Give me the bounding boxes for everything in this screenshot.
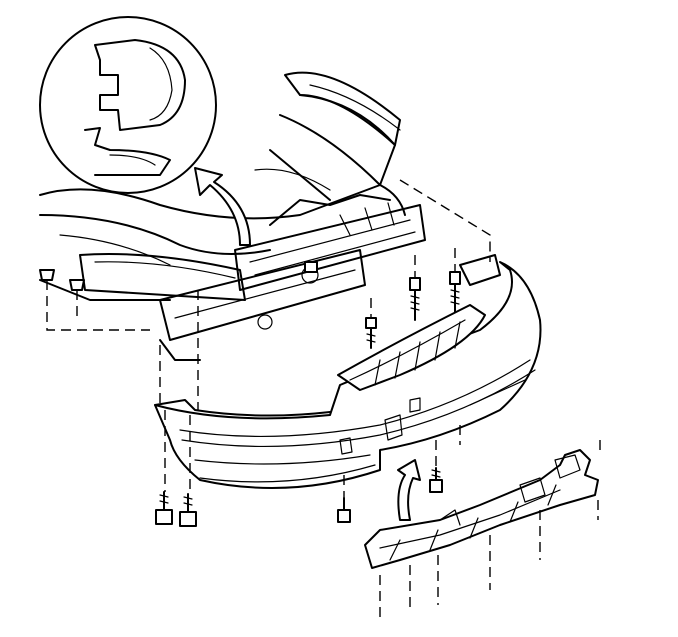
push-pin-2 [69,279,85,291]
push-pin-1 [39,269,55,281]
bolt-1 [409,277,421,321]
bolt-5 [337,497,351,523]
bolt-3 [365,317,377,349]
push-pins [39,261,318,291]
bolt-4 [429,467,443,493]
bolt-7 [179,493,197,527]
energy-absorber-bracket [364,449,599,569]
alignment-lines [46,179,601,620]
direction-arrows [194,167,421,521]
vehicle-front-body [39,71,426,361]
bolt-2 [449,271,461,313]
bumper-fascia [154,254,542,489]
bolt-6 [155,491,173,525]
bolts [155,271,461,527]
detail-callout [39,16,217,194]
push-pin-3 [304,261,318,273]
